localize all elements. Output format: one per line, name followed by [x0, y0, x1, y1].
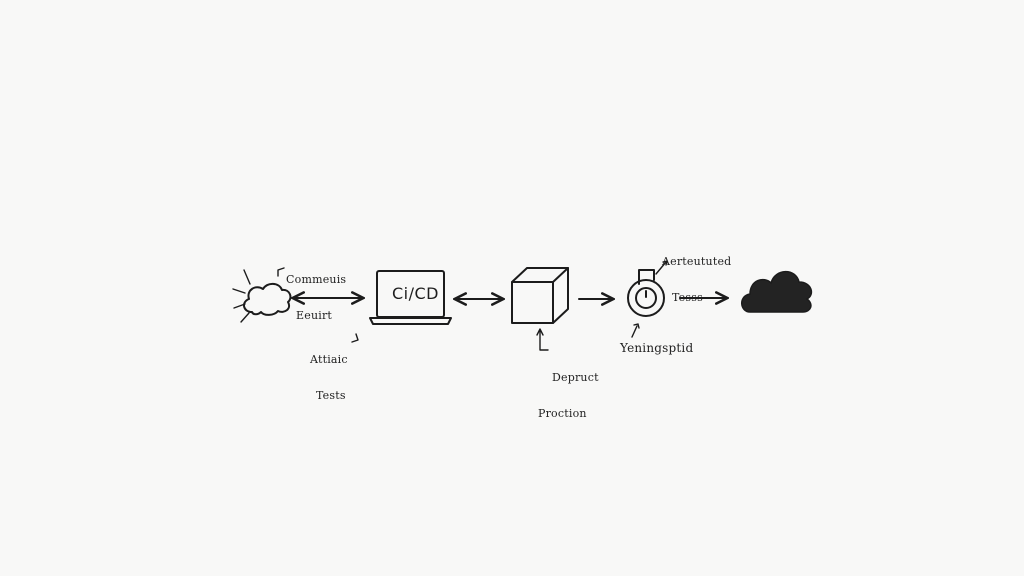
automated-tests-label: Aerteututed Tesss: [662, 232, 731, 328]
deploy-label-line1: Depruct: [552, 371, 599, 384]
deploy-box-icon: [511, 267, 569, 324]
trigger-label-line2: Eeuirt: [296, 309, 333, 322]
deploy-label-pointer: [536, 328, 549, 351]
automated-tests-label-line1: Aerteututed: [662, 255, 732, 268]
automated-tests-label-line2: Tesss: [672, 291, 703, 304]
laptop-icon: [369, 270, 452, 325]
tests-label-line1: Attiaic: [310, 353, 348, 366]
deploy-label-line2: Proction: [538, 407, 587, 420]
tests-label: Attiaic Tests: [310, 330, 348, 426]
deploy-label: Depruct Proction: [538, 348, 599, 444]
tests-label-pointer: [351, 333, 359, 343]
trigger-label-line1: Commeuis: [286, 273, 347, 286]
cicd-screen-label: Ci/CD: [392, 284, 439, 303]
trigger-cloud-icon: [232, 269, 292, 323]
destination-cloud-icon: [741, 270, 813, 313]
trigger-label-pointer: [277, 267, 285, 277]
test-gauge-icon: [627, 260, 668, 317]
monitoring-label: Yeningsptid: [620, 341, 694, 355]
trigger-label: Commeuis Eeuirt: [286, 250, 346, 346]
monitoring-label-pointer: [631, 323, 640, 338]
tests-label-line2: Tests: [316, 389, 346, 402]
